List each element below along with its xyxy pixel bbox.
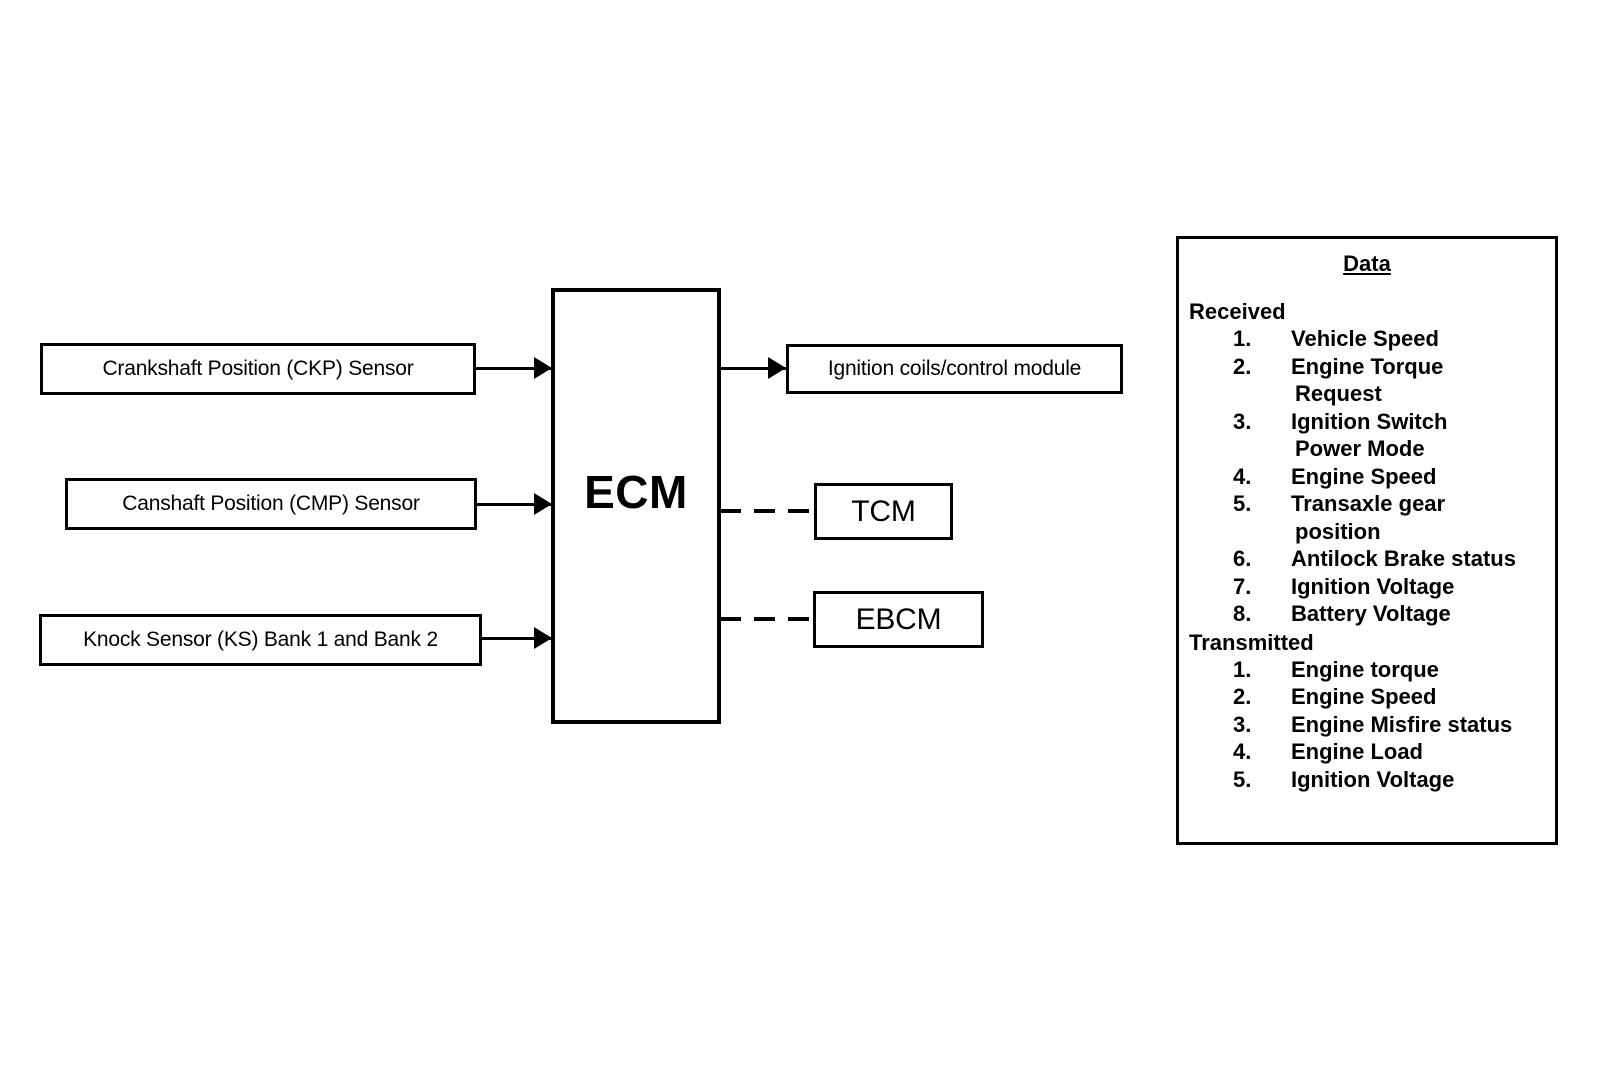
legend-group-heading-transmitted: Transmitted <box>1189 629 1314 655</box>
legend-item: 2. Engine Speed <box>1185 683 1549 711</box>
arrowhead-icon <box>534 627 552 649</box>
legend-item-text: Vehicle Speed <box>1291 326 1439 351</box>
legend-item-number: 8. <box>1233 601 1252 626</box>
node-label: ECM <box>584 465 688 518</box>
legend-item: 5. Transaxle gear <box>1185 490 1549 518</box>
legend-item-continuation: Power Mode <box>1295 436 1425 461</box>
arrowhead-icon <box>534 493 552 515</box>
legend-item-text: Engine Load <box>1291 739 1423 764</box>
legend-item-text: Battery Voltage <box>1291 601 1451 626</box>
legend-item-number: 2. <box>1233 684 1252 709</box>
legend-item-text: Engine Speed <box>1291 684 1437 709</box>
node-label: Canshaft Position (CMP) Sensor <box>122 492 420 516</box>
legend-item-text: Transaxle gear <box>1291 491 1446 516</box>
legend-item-number: 2. <box>1233 353 1252 379</box>
legend-item-text: Antilock Brake status <box>1291 546 1516 571</box>
connector-cmp-to-ecm-line <box>475 503 554 506</box>
legend-title: Data <box>1343 251 1391 276</box>
node-tcm: TCM <box>814 483 953 540</box>
data-legend-panel: Data Received 1. Vehicle Speed 2. Engine… <box>1176 236 1558 845</box>
legend-item: 3. Ignition Switch <box>1185 408 1549 436</box>
connector-ks-to-ecm-line <box>480 637 554 640</box>
legend-item: 7. Ignition Voltage <box>1185 573 1549 601</box>
arrowhead-icon <box>534 357 552 379</box>
node-ignition-coils-control-module: Ignition coils/control module <box>786 344 1123 394</box>
legend-item-text: Ignition Voltage <box>1291 766 1455 792</box>
node-label: TCM <box>851 495 916 528</box>
legend-item-number: 1. <box>1233 656 1252 682</box>
legend-item: 5. Ignition Voltage <box>1185 766 1549 794</box>
node-ebcm: EBCM <box>813 591 984 648</box>
legend-item-number: 6. <box>1233 546 1252 571</box>
legend-item: 1. Engine torque <box>1185 656 1549 684</box>
node-label: Crankshaft Position (CKP) Sensor <box>102 357 414 381</box>
node-label: EBCM <box>855 603 942 636</box>
connector-ecm-to-tcm-dashed <box>720 509 816 513</box>
legend-item-continuation: position <box>1295 518 1381 544</box>
legend-item-text: Ignition Voltage <box>1291 573 1455 599</box>
legend-item-number: 3. <box>1233 711 1252 737</box>
legend-item-number: 5. <box>1233 491 1252 516</box>
legend-group-heading-received: Received <box>1189 299 1286 324</box>
node-knock-sensor: Knock Sensor (KS) Bank 1 and Bank 2 <box>39 614 482 666</box>
node-label: Ignition coils/control module <box>827 357 1082 381</box>
node-ecm: ECM <box>551 288 721 724</box>
legend-item: 6. Antilock Brake status <box>1185 545 1549 573</box>
legend-item: 4. Engine Load <box>1185 738 1549 766</box>
node-crankshaft-position-sensor: Crankshaft Position (CKP) Sensor <box>40 343 476 395</box>
arrowhead-icon <box>768 357 786 379</box>
legend-item-number: 7. <box>1233 573 1252 599</box>
legend-item: 4. Engine Speed <box>1185 463 1549 491</box>
connector-ecm-to-ignition-line <box>721 367 787 370</box>
legend-item: 1. Vehicle Speed <box>1185 325 1549 353</box>
legend-item-number: 4. <box>1233 739 1252 764</box>
legend-item: 3. Engine Misfire status <box>1185 711 1549 739</box>
node-camshaft-position-sensor: Canshaft Position (CMP) Sensor <box>65 478 477 530</box>
legend-item-text: Ignition Switch <box>1291 408 1448 434</box>
legend-item-number: 3. <box>1233 408 1252 434</box>
connector-ecm-to-ebcm-dashed <box>720 617 815 621</box>
node-label: Knock Sensor (KS) Bank 1 and Bank 2 <box>83 628 438 652</box>
legend-item-text: Engine Speed <box>1291 463 1437 489</box>
legend-item-text: Engine Misfire status <box>1291 711 1513 737</box>
connector-ckp-to-ecm-line <box>474 367 554 370</box>
legend-item-number: 5. <box>1233 766 1252 792</box>
legend-item-number: 4. <box>1233 463 1252 489</box>
legend-item-text: Engine Torque <box>1291 353 1444 379</box>
legend-item-text: Engine torque <box>1291 656 1439 682</box>
legend-item: 8. Battery Voltage <box>1185 600 1549 628</box>
legend-item: 2. Engine Torque <box>1185 353 1549 381</box>
legend-item-continuation: Request <box>1295 381 1382 406</box>
legend-item-number: 1. <box>1233 326 1252 351</box>
